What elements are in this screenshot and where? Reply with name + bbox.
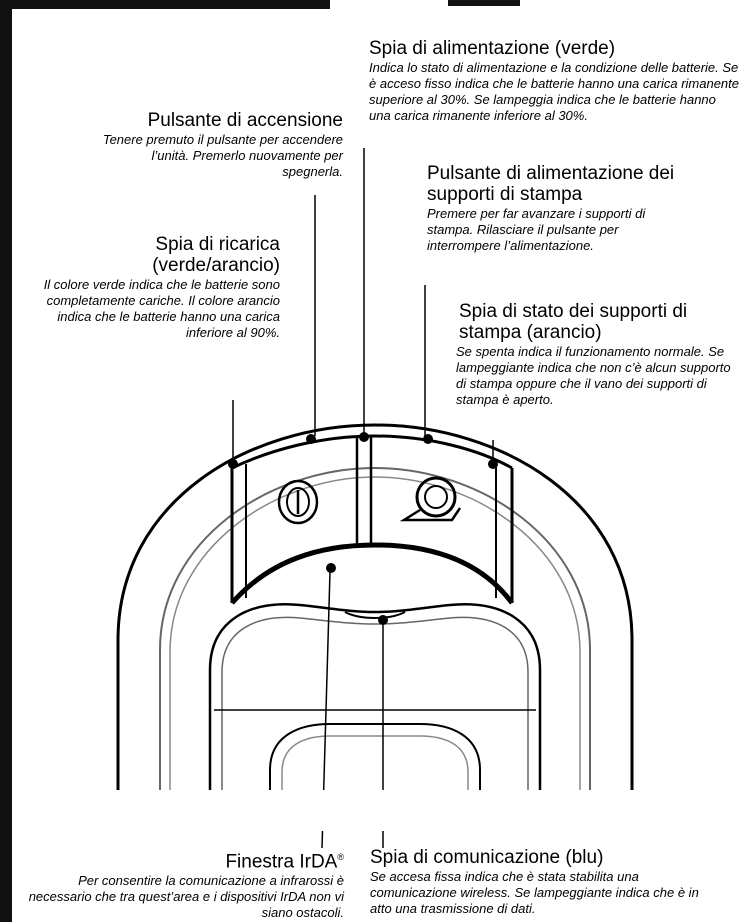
comm-led-title: Spia di comunicazione (blu) [370,847,604,868]
charge-led-desc: Il colore verde indica che le batterie s… [43,277,280,340]
feed-button-icon [399,476,462,522]
leader-feed-button [423,285,433,444]
power-button-icon [277,479,319,525]
power-led-desc: Indica lo stato di alimentazione e la co… [369,60,739,123]
page-tab [448,0,520,6]
power-button-title: Pulsante di accensione [147,110,343,131]
charge-led-title: Spia di ricarica (verde/arancio) [152,234,280,276]
feed-button-title: Pulsante di alimentazione dei supporti d… [427,163,675,205]
panel-top-arc [231,434,513,470]
leader-power-led [359,148,369,442]
page-frame-top [0,0,330,9]
callout-media-led: Spia di stato dei supporti di stampa (ar… [456,301,739,408]
media-led-desc: Se spenta indica il funzionamento normal… [456,344,731,407]
irda-window-title: Finestra IrDA [225,851,338,873]
body-bottom-slot-inner [281,735,469,790]
device-shell-inner-line-2 [169,476,581,790]
callout-feed-button: Pulsante di alimentazione dei supporti d… [427,163,727,254]
callout-comm-led: Spia di comunicazione (blu) Se accesa fi… [370,847,720,917]
power-button-desc: Tenere premuto il pulsante per accendere… [102,132,343,179]
body-bottom-slot [269,723,481,790]
feed-button-desc: Premere per far avanzare i supporti di s… [427,206,646,253]
leader-charge-led [228,400,238,469]
callout-irda-window: Finestra IrDA® Per consentire la comunic… [14,847,344,921]
media-led-title: Spia di stato dei supporti di stampa (ar… [459,301,688,343]
callout-power-led: Spia di alimentazione (verde) Indica lo … [369,38,741,124]
panel-lower-arc [230,542,515,605]
comm-led-desc: Se accesa fissa indica che è stata stabi… [370,869,699,916]
power-led-title: Spia di alimentazione (verde) [369,38,616,59]
comm-led-arc [344,611,406,619]
cut-mask [100,791,660,831]
callout-power-button: Pulsante di accensione Tenere premuto il… [90,110,343,180]
body-window-outline [208,603,542,790]
irda-window-title-row: Finestra IrDA® [14,847,344,872]
device-shell-inner-line [159,466,591,790]
irda-registered-mark: ® [337,852,344,862]
device-outer-shell [116,423,634,790]
leader-media-led [488,440,498,469]
callout-charge-led: Spia di ricarica (verde/arancio) Il colo… [25,234,280,341]
body-window-inner [221,616,529,790]
page-frame-left [0,0,12,922]
irda-window-desc: Per consentire la comunicazione a infrar… [28,873,344,921]
leader-power-button [306,195,316,444]
